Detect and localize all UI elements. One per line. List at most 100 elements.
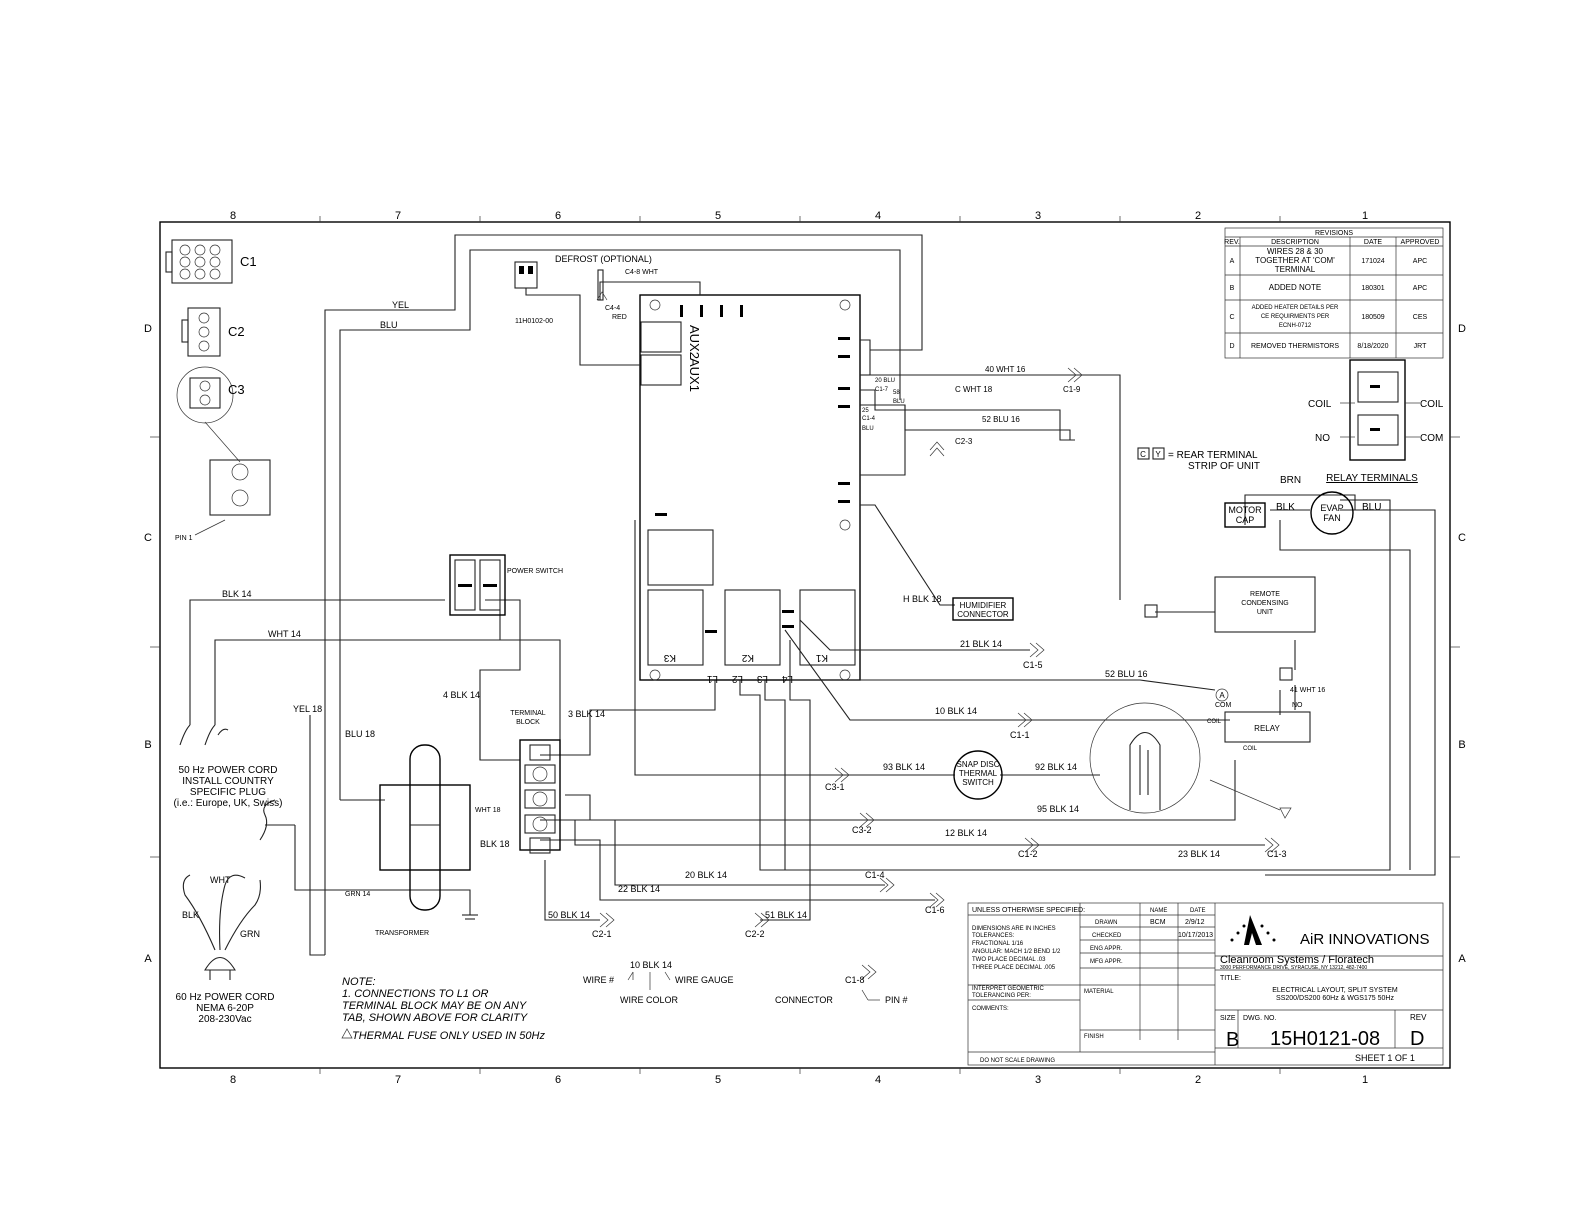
remote-label-2: CONDENSING bbox=[1241, 600, 1288, 607]
cord-50hz-line-4: (i.e.: Europe, UK, Swiss) bbox=[174, 798, 283, 809]
tb-unless: UNLESS OTHERWISE SPECIFIED: bbox=[972, 907, 1085, 914]
power-switch-label: POWER SWITCH bbox=[507, 568, 563, 575]
revisions-title: REVISIONS bbox=[1315, 230, 1353, 237]
wire-10blk14: 10 BLK 14 bbox=[935, 706, 977, 716]
motor-cap-box bbox=[1224, 502, 1266, 528]
wire-95blk14: 95 BLK 14 bbox=[1037, 804, 1079, 814]
zone-col-bottom-1: 1 bbox=[1362, 1074, 1368, 1086]
wire-grn14: GRN 14 bbox=[345, 891, 370, 898]
relay-terminal-no: NO bbox=[1315, 433, 1330, 444]
zone-row-right-D: D bbox=[1458, 323, 1466, 335]
tb-rev-label: REV bbox=[1410, 1013, 1427, 1022]
tb-material: MATERIAL bbox=[1084, 989, 1114, 995]
remote-label-3: UNIT bbox=[1257, 609, 1274, 616]
remote-label-1: REMOTE bbox=[1250, 591, 1280, 598]
rev-a-rev: A bbox=[1230, 258, 1235, 265]
wire-3blk14: 3 BLK 14 bbox=[568, 709, 605, 719]
wire-c1-1: C1-1 bbox=[1010, 730, 1030, 740]
wire-blk18: BLK 18 bbox=[480, 839, 510, 849]
relay-terminals-label: RELAY TERMINALS bbox=[1326, 473, 1418, 484]
zone-col-bottom-5: 5 bbox=[715, 1074, 721, 1086]
relay-coil-left-label: COIL bbox=[1207, 719, 1222, 725]
relay-com-label: COM bbox=[1215, 702, 1232, 709]
tb-do-not-scale: DO NOT SCALE DRAWING bbox=[980, 1058, 1055, 1064]
wire-yel: YEL bbox=[392, 300, 409, 310]
cord-60hz-line-3: 208-230Vac bbox=[198, 1014, 251, 1025]
rear-terminal-y bbox=[1279, 667, 1293, 681]
tb-dwg: 15H0121-08 bbox=[1270, 1028, 1380, 1050]
wire-c1-4: C1-4 bbox=[862, 416, 876, 422]
legend-connector-example: C1-8 bbox=[845, 975, 865, 985]
thermal-fuse-detail-icon bbox=[1089, 702, 1292, 819]
rev-d-approved: JRT bbox=[1414, 343, 1427, 350]
zone-col-bottom-7: 7 bbox=[395, 1074, 401, 1086]
wire-c2-2: C2-2 bbox=[745, 929, 765, 939]
rev-c-desc-1: ADDED HEATER DETAILS PER bbox=[1252, 305, 1339, 311]
tb-company: AiR INNOVATIONS bbox=[1300, 931, 1429, 948]
legend-wire-num: WIRE # bbox=[583, 975, 614, 985]
tb-eng: ENG APPR. bbox=[1090, 946, 1123, 952]
air-innovations-logo-icon bbox=[1230, 915, 1276, 945]
wire-cwht18: C WHT 18 bbox=[955, 385, 993, 394]
wire-blk: BLK bbox=[1276, 502, 1295, 513]
terminal-block-label-1: TERMINAL bbox=[510, 710, 546, 717]
zone-col-top-8: 8 bbox=[230, 210, 236, 222]
rev-d-date: 8/18/2020 bbox=[1357, 343, 1388, 350]
wire-50blk14: 50 BLK 14 bbox=[548, 910, 590, 920]
relay-k3 bbox=[647, 589, 704, 666]
note-title: NOTE: bbox=[342, 976, 376, 988]
relay-k2 bbox=[724, 589, 781, 666]
tb-size-label: SIZE bbox=[1220, 1015, 1236, 1022]
l3-label: L3 bbox=[756, 673, 768, 684]
cord-60hz-line-2: NEMA 6-20P bbox=[196, 1003, 254, 1014]
wire-c2-1: C2-1 bbox=[592, 929, 612, 939]
connector-c1-label: C1 bbox=[240, 254, 257, 269]
title-block bbox=[967, 902, 1444, 1066]
wire-blu18: BLU 18 bbox=[345, 729, 375, 739]
tb-tol-2: TOLERANCES: bbox=[972, 933, 1015, 939]
tb-tol-5: TWO PLACE DECIMAL .03 bbox=[972, 957, 1046, 963]
wire-c1-7: C1-7 bbox=[875, 387, 889, 393]
tb-address: 3000 PERFORMANCE DRIVE, SYRACUSE, NY 132… bbox=[1220, 965, 1367, 971]
wire-52blu16-a: 52 BLU 16 bbox=[982, 415, 1020, 424]
evap-fan-label-1: EVAP bbox=[1320, 503, 1343, 513]
power-cord-60hz-icon bbox=[182, 874, 261, 980]
wire-c1-4b: C1-4 bbox=[865, 870, 885, 880]
note-line-3: TAB, SHOWN ABOVE FOR CLARITY bbox=[342, 1012, 528, 1024]
revisions-table bbox=[1224, 227, 1444, 359]
rev-c-date: 180509 bbox=[1361, 314, 1384, 321]
revisions-header-approved: APPROVED bbox=[1401, 239, 1440, 246]
zone-col-top-1: 1 bbox=[1362, 210, 1368, 222]
rear-terminal-label-2: STRIP OF UNIT bbox=[1188, 461, 1260, 472]
tb-finish: FINISH bbox=[1084, 1034, 1104, 1040]
wire-52blu16-b: 52 BLU 16 bbox=[1105, 669, 1148, 679]
wire-blu-b: BLU bbox=[862, 426, 874, 432]
tb-checked: CHECKED bbox=[1092, 933, 1122, 939]
legend-pin-num: PIN # bbox=[885, 995, 908, 1005]
wire-legend bbox=[627, 971, 880, 1001]
tb-title-line-2: SS200/DS200 60Hz & WGS175 50Hz bbox=[1276, 995, 1394, 1002]
thermal-fuse-triangle-icon bbox=[341, 1028, 353, 1039]
tb-interpret-2: TOLERANCING PER: bbox=[972, 993, 1031, 999]
wire-c1-6: C1-6 bbox=[925, 905, 945, 915]
transformer-label: TRANSFORMER bbox=[375, 930, 429, 937]
rear-legend-y: Y bbox=[1155, 450, 1161, 459]
rear-legend-c: C bbox=[1140, 450, 1146, 459]
transformer-icon bbox=[379, 744, 478, 920]
rev-a-date: 171024 bbox=[1361, 258, 1384, 265]
rev-c-approved: CES bbox=[1413, 314, 1428, 321]
relay-no-label: NO bbox=[1292, 702, 1303, 709]
wire-4blk14: 4 BLK 14 bbox=[443, 690, 480, 700]
tb-drawn-date: 2/9/12 bbox=[1185, 919, 1205, 926]
zone-col-top-6: 6 bbox=[555, 210, 561, 222]
tag-a-label: A bbox=[1219, 691, 1225, 700]
connector-c3-label: C3 bbox=[228, 382, 245, 397]
revisions-header-rev: REV. bbox=[1224, 239, 1240, 246]
zone-col-top-7: 7 bbox=[395, 210, 401, 222]
snap-disc-thermal-switch-icon bbox=[953, 750, 1003, 800]
tb-tol-4: ANGULAR: MACH 1/2 BEND 1/2 bbox=[972, 949, 1061, 955]
drawing-border bbox=[159, 221, 1451, 1069]
tb-title-line-1: ELECTRICAL LAYOUT, SPLIT SYSTEM bbox=[1272, 987, 1398, 994]
zone-row-left-D: D bbox=[144, 323, 152, 335]
